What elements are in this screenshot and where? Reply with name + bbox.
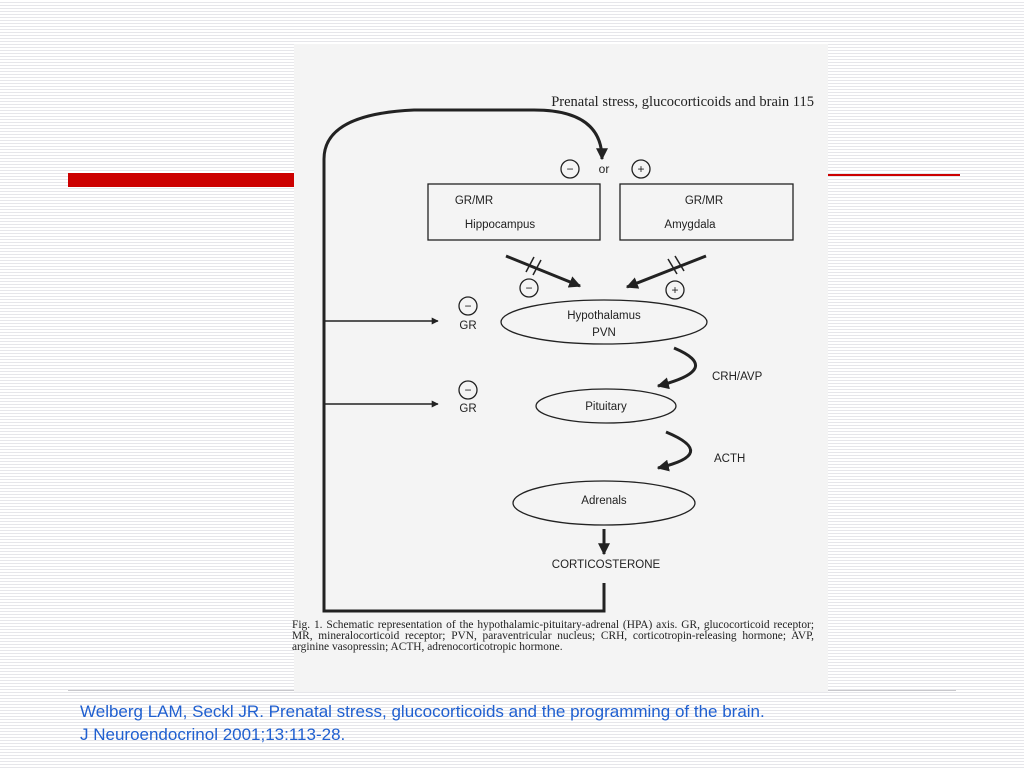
svg-text:Hippocampus: Hippocampus bbox=[465, 219, 536, 231]
citation-line-1: Welberg LAM, Seckl JR. Prenatal stress, … bbox=[80, 702, 765, 721]
svg-text:Hypothalamus: Hypothalamus bbox=[567, 310, 641, 322]
corticosterone-label: CORTICOSTERONE bbox=[552, 559, 661, 571]
crh-avp-arrow bbox=[656, 346, 697, 390]
svg-text:−: − bbox=[525, 281, 532, 295]
amygdala-plus-sign: + bbox=[665, 280, 685, 300]
red-accent-bar-left bbox=[68, 173, 296, 187]
red-accent-line-right bbox=[826, 174, 960, 176]
svg-text:−: − bbox=[566, 162, 573, 176]
hippocampus-to-hypothalamus-arrow bbox=[505, 254, 582, 288]
figure-header: Prenatal stress, glucocorticoids and bra… bbox=[551, 94, 814, 110]
amygdala-to-hypothalamus-arrow bbox=[625, 254, 707, 289]
hypothalamus-gr-label: GR bbox=[459, 320, 476, 332]
svg-text:Amygdala: Amygdala bbox=[664, 219, 716, 231]
top-minus-sign: − bbox=[560, 159, 580, 179]
feedback-loop-line bbox=[322, 108, 608, 613]
svg-text:GR/MR: GR/MR bbox=[455, 195, 493, 207]
svg-text:+: + bbox=[637, 162, 644, 176]
svg-text:Pituitary: Pituitary bbox=[585, 401, 627, 413]
adrenals-node: Adrenals bbox=[512, 480, 696, 526]
pituitary-gr-minus-sign: − bbox=[458, 380, 478, 400]
hpa-axis-figure: Prenatal stress, glucocorticoids and bra… bbox=[292, 44, 828, 692]
pituitary-node: Pituitary bbox=[535, 388, 677, 424]
acth-label: ACTH bbox=[714, 453, 745, 465]
svg-text:Adrenals: Adrenals bbox=[581, 495, 627, 507]
citation-line-2: J Neuroendocrinol 2001;13:113-28. bbox=[80, 725, 346, 744]
hippocampus-box: GR/MR Hippocampus bbox=[427, 183, 601, 241]
hypothalamus-gr-minus-sign: − bbox=[458, 296, 478, 316]
or-label: or bbox=[599, 162, 610, 176]
crh-avp-label: CRH/AVP bbox=[712, 371, 763, 383]
top-plus-sign: + bbox=[631, 159, 651, 179]
citation: Welberg LAM, Seckl JR. Prenatal stress, … bbox=[80, 700, 1010, 746]
svg-text:−: − bbox=[464, 383, 471, 397]
pituitary-gr-label: GR bbox=[459, 403, 476, 415]
hypothalamus-node: Hypothalamus PVN bbox=[500, 299, 708, 345]
svg-text:−: − bbox=[464, 299, 471, 313]
svg-text:PVN: PVN bbox=[592, 327, 616, 339]
hippocampus-minus-sign: − bbox=[519, 278, 539, 298]
figure-caption: Fig. 1. Schematic representation of the … bbox=[292, 619, 814, 653]
svg-text:GR/MR: GR/MR bbox=[685, 195, 723, 207]
hpa-diagram: Prenatal stress, glucocorticoids and bra… bbox=[322, 94, 814, 613]
acth-arrow bbox=[656, 430, 692, 472]
svg-text:+: + bbox=[671, 283, 678, 297]
amygdala-box: GR/MR Amygdala bbox=[619, 183, 794, 241]
